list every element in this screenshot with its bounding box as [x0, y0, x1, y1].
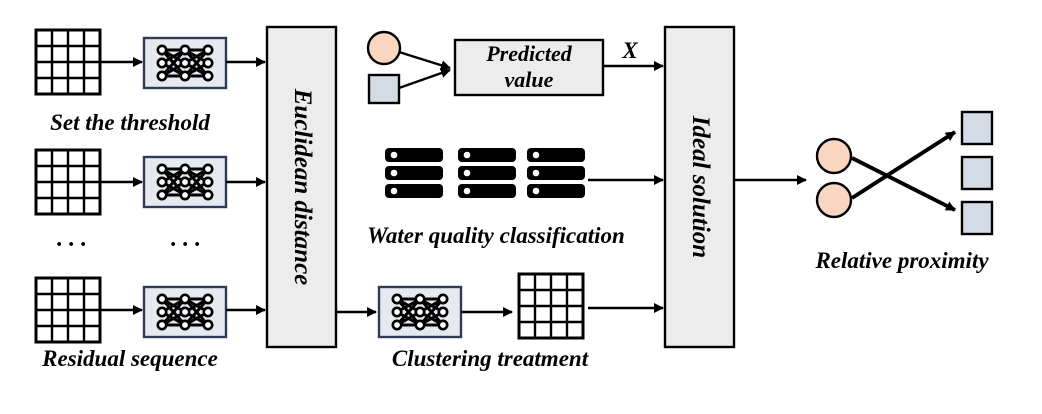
neural-network-icon-3 — [142, 285, 228, 339]
euclidean-distance-label: Euclidean distance — [289, 88, 316, 286]
predicted-value-label-line2: value — [505, 67, 554, 92]
proximity-square-icon-1 — [960, 110, 994, 146]
proximity-circle-icon-2 — [815, 181, 853, 219]
threshold-grid-icon — [34, 28, 102, 96]
server-icon-3 — [527, 148, 585, 198]
proximity-circle-icon-1 — [815, 137, 853, 175]
neural-network-icon-4 — [377, 285, 463, 339]
clustering-treatment-label: Clustering treatment — [392, 346, 589, 371]
sequence-grid-icon — [34, 148, 102, 216]
proximity-square-icon-2 — [960, 155, 994, 191]
proximity-square-icon-3 — [960, 200, 994, 236]
cross-arrow-down — [851, 156, 956, 212]
server-icon-2 — [458, 148, 516, 198]
input-circle-icon — [366, 30, 402, 66]
cross-arrow-up — [850, 130, 957, 200]
water-quality-label: Water quality classification — [367, 223, 625, 248]
neural-network-icon-1 — [142, 36, 228, 90]
neural-network-icon-2 — [142, 155, 228, 209]
predicted-value-box — [453, 38, 605, 97]
arrow-square-to-predicted — [398, 68, 451, 90]
input-square-icon — [367, 73, 401, 105]
residual-sequence-label: Residual sequence — [41, 346, 218, 371]
residual-grid-icon — [34, 276, 102, 344]
relative-proximity-label: Relative proximity — [814, 248, 989, 273]
clustering-grid-icon — [517, 272, 585, 340]
server-icon-1 — [385, 148, 443, 198]
predicted-value-label-line1: Predicted — [485, 41, 573, 66]
euclidean-distance-box — [265, 25, 338, 349]
ideal-solution-box — [663, 25, 736, 349]
arrow-circle-to-predicted — [398, 50, 451, 71]
ellipsis-left: · · · — [56, 232, 86, 258]
set-threshold-label: Set the threshold — [50, 110, 210, 135]
ideal-solution-label: Ideal solution — [687, 115, 714, 258]
x-variable-label: X — [621, 38, 638, 63]
ellipsis-right: · · · — [170, 232, 200, 258]
